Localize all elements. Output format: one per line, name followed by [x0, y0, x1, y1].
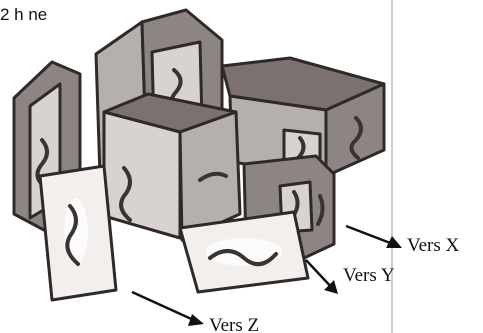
- wall-ornament: [349, 116, 363, 160]
- label-vers-y: Vers Y: [343, 265, 395, 286]
- label-vers-x: Vers X: [407, 235, 460, 256]
- wall-hole: [206, 238, 282, 266]
- arrow-z-head: [188, 314, 204, 326]
- wall-middle-front: [102, 110, 182, 240]
- arrow-x-head: [386, 236, 402, 248]
- arrow-z: [131, 290, 199, 324]
- label-vers-z: Vers Z: [209, 315, 259, 333]
- caption-text: 2 h ne: [0, 5, 47, 24]
- wall-ornament: [316, 194, 325, 226]
- wall-ornament: [208, 249, 278, 266]
- wall-hole: [64, 198, 88, 266]
- wall-ornament: [119, 166, 132, 222]
- wall-ornament: [198, 171, 228, 182]
- wall-right-side: [324, 82, 386, 178]
- arrow-y-head: [324, 280, 338, 294]
- wall-ornament: [65, 204, 80, 266]
- maze-illustration: [12, 8, 386, 302]
